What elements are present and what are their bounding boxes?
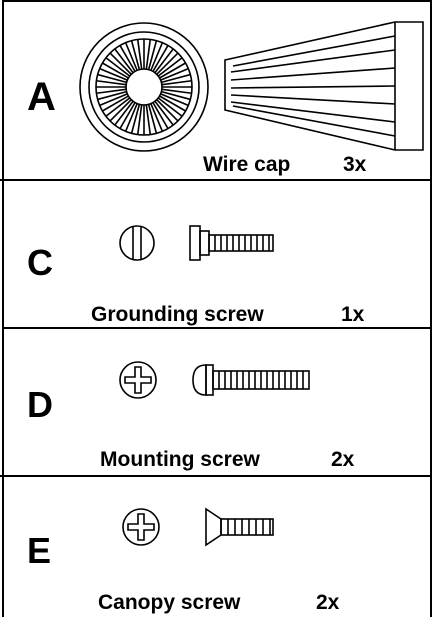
- part-letter: C: [27, 242, 53, 283]
- part-letter: E: [27, 530, 52, 571]
- part-qty: 2x: [316, 591, 340, 614]
- grounding-screw-icon: [119, 225, 274, 261]
- part-letter: D: [27, 384, 53, 425]
- part-letter: A: [27, 75, 56, 119]
- part-qty: 2x: [331, 448, 355, 471]
- part-qty: 1x: [341, 303, 365, 326]
- wire-cap-icon: [79, 21, 424, 152]
- grounding-screw-side-icon: [189, 225, 274, 261]
- canopy-screw-icon: [122, 507, 274, 547]
- part-row-d: D Mounting screw 2x: [3, 329, 431, 476]
- part-name: Wire cap: [203, 153, 291, 176]
- phillips-screw-head-icon: [119, 361, 157, 399]
- part-row-a: A Wire cap 3x: [3, 2, 431, 180]
- mounting-screw-side-icon: [192, 364, 310, 396]
- part-row-e: E Canopy screw 2x: [3, 477, 431, 617]
- slotted-screw-head-icon: [119, 225, 155, 261]
- part-name: Canopy screw: [98, 591, 241, 614]
- mounting-screw-icon: [119, 361, 310, 399]
- part-qty: 3x: [343, 153, 367, 176]
- phillips-screw-head-icon: [122, 508, 160, 546]
- canopy-screw-side-icon: [205, 507, 274, 547]
- part-name: Grounding screw: [91, 303, 264, 326]
- part-name: Mounting screw: [100, 448, 260, 471]
- part-row-c: C Grounding screw 1x: [3, 181, 431, 328]
